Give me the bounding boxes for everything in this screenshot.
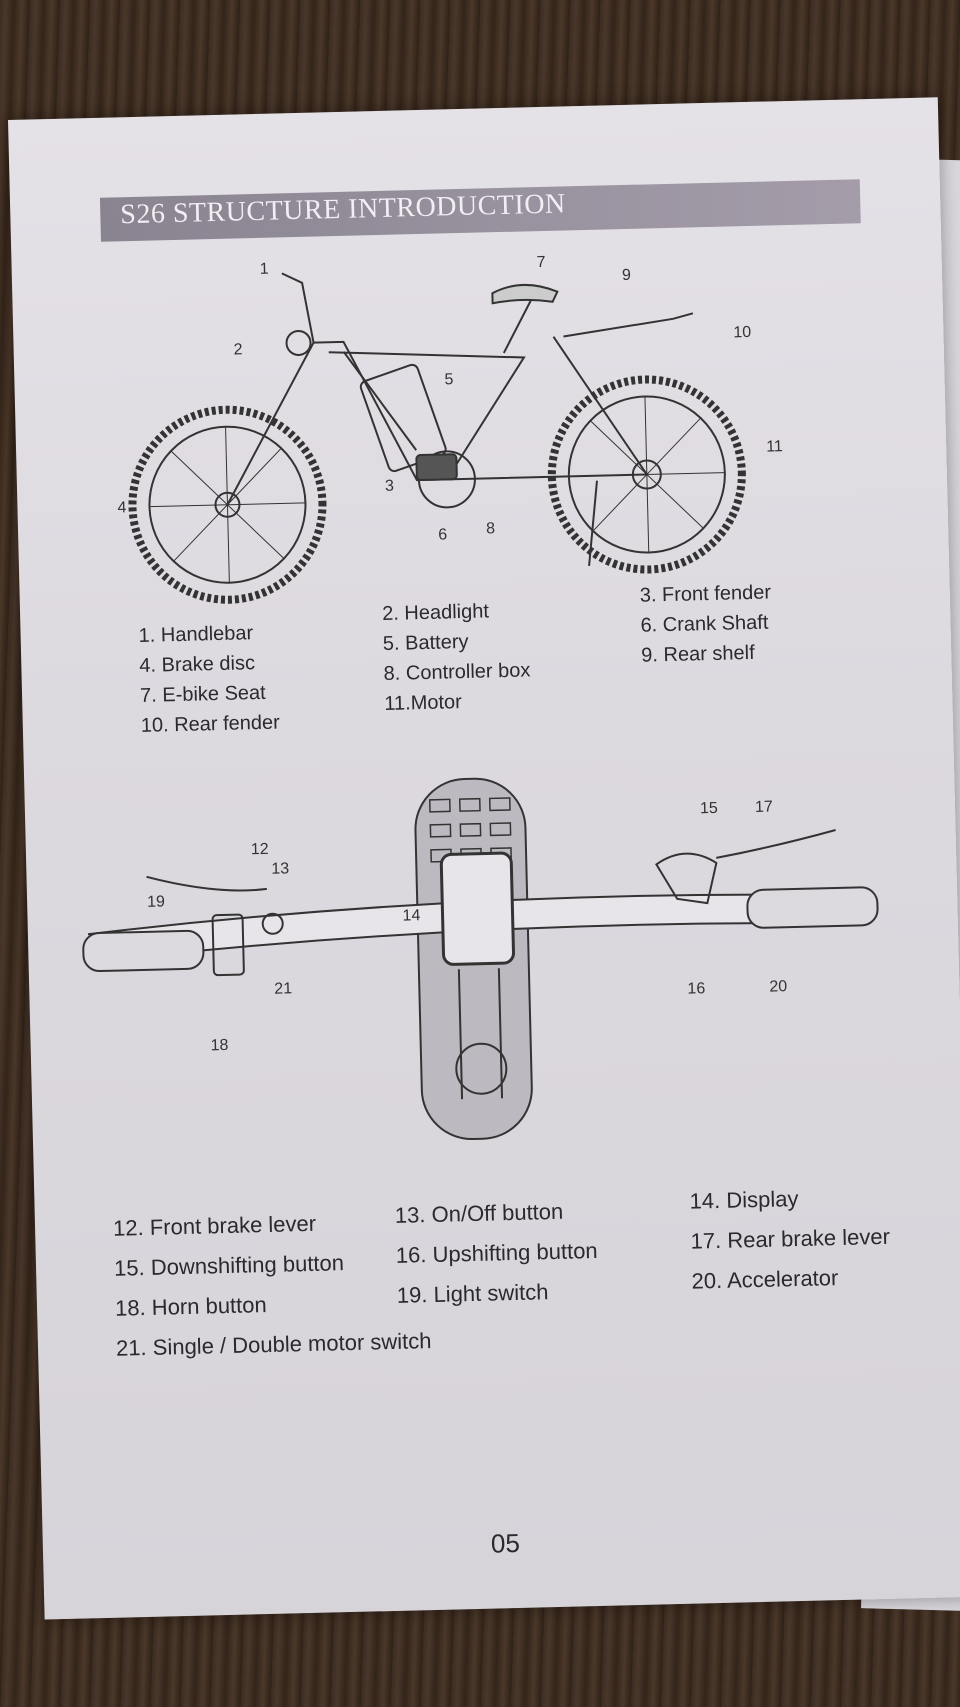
legend-ebike-seat: 7. E-bike Seat bbox=[139, 681, 266, 707]
legend-upshifting-button: 16. Upshifting button bbox=[395, 1237, 598, 1268]
bike-callout-6: 6 bbox=[438, 526, 447, 543]
bar-callout-16: 16 bbox=[687, 980, 705, 997]
bike-callout-1: 1 bbox=[260, 261, 269, 278]
bar-callout-18: 18 bbox=[210, 1037, 228, 1054]
legend-accelerator: 20. Accelerator bbox=[691, 1265, 839, 1294]
handlebar-diagram: 12 13 14 15 16 17 18 19 20 21 bbox=[82, 777, 879, 1140]
bike-callout-5: 5 bbox=[444, 371, 453, 388]
bar-callout-15: 15 bbox=[700, 800, 718, 817]
page-number: 05 bbox=[490, 1527, 521, 1559]
bar-callout-20: 20 bbox=[769, 978, 787, 995]
bike-callout-7: 7 bbox=[536, 254, 545, 271]
bar-callout-13: 13 bbox=[271, 860, 289, 877]
bike-callout-10: 10 bbox=[733, 324, 751, 341]
legend-motor-switch: 21. Single / Double motor switch bbox=[115, 1328, 432, 1361]
bar-callout-19: 19 bbox=[147, 893, 165, 910]
bar-callout-12: 12 bbox=[251, 841, 269, 858]
legend-rear-brake-lever: 17. Rear brake lever bbox=[690, 1223, 891, 1254]
legend-downshifting-button: 15. Downshifting button bbox=[113, 1250, 345, 1281]
legend-handlebar: 1. Handlebar bbox=[138, 622, 254, 647]
legend-motor: 11.Motor bbox=[384, 691, 463, 715]
legend-front-brake-lever: 12. Front brake lever bbox=[112, 1210, 317, 1241]
bike-diagram: 1 2 3 4 5 6 7 8 9 10 11 bbox=[117, 254, 783, 604]
bar-callout-14: 14 bbox=[402, 907, 420, 924]
legend-rear-shelf: 9. Rear shelf bbox=[641, 641, 755, 667]
legend-crank-shaft: 6. Crank Shaft bbox=[640, 611, 769, 637]
legend-light-switch: 19. Light switch bbox=[396, 1279, 549, 1308]
legend-rear-fender: 10. Rear fender bbox=[140, 711, 281, 737]
bar-callout-17: 17 bbox=[755, 799, 773, 816]
legend-controller-box: 8. Controller box bbox=[383, 659, 531, 685]
legend-display: 14. Display bbox=[689, 1186, 799, 1214]
legend-brake-disc: 4. Brake disc bbox=[139, 652, 256, 677]
manual-page: S26 STRUCTURE INTRODUCTION bbox=[8, 97, 960, 1620]
legend-battery: 5. Battery bbox=[382, 630, 469, 655]
bike-callout-11: 11 bbox=[766, 438, 783, 455]
bike-callout-4: 4 bbox=[117, 499, 126, 516]
bike-callout-9: 9 bbox=[622, 267, 631, 284]
bike-callout-3: 3 bbox=[385, 478, 394, 495]
legend-headlight: 2. Headlight bbox=[381, 600, 490, 626]
legend-onoff-button: 13. On/Off button bbox=[394, 1198, 564, 1228]
legend-horn-button: 18. Horn button bbox=[114, 1292, 267, 1321]
bike-callout-2: 2 bbox=[233, 341, 242, 358]
bar-callout-21: 21 bbox=[274, 980, 292, 997]
bike-callout-8: 8 bbox=[486, 520, 495, 537]
legend-front-fender: 3. Front fender bbox=[639, 581, 772, 607]
